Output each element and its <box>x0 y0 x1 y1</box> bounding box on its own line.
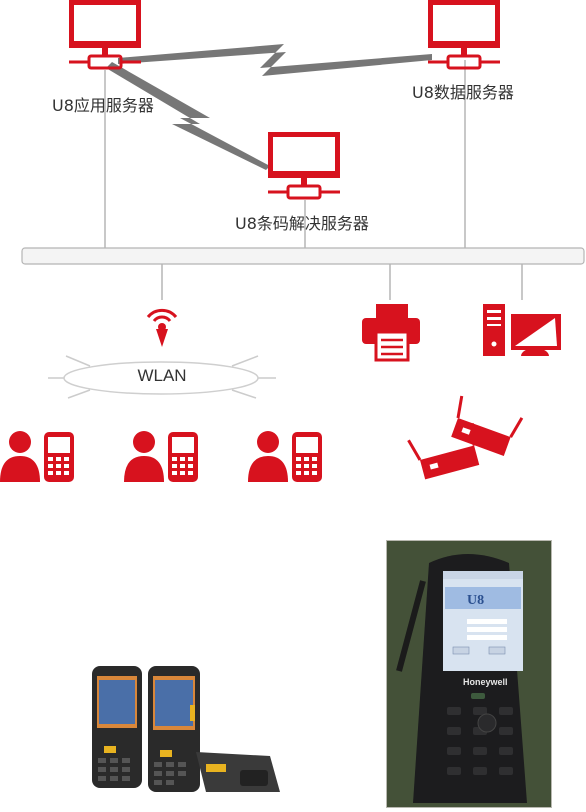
desktop-pc-icon <box>483 304 561 356</box>
mobile-phone-icon <box>44 432 74 482</box>
device-brand: Honeywell <box>463 677 508 687</box>
wlan-label: WLAN <box>137 366 187 385</box>
wan-link-bolt-2 <box>106 62 270 170</box>
monitor-icon <box>69 0 141 70</box>
router-icon <box>451 395 524 456</box>
honeywell-device-image: U8 Honeywell <box>387 541 551 807</box>
honeywell-device-photo: U8 Honeywell <box>386 540 552 808</box>
monitor-icon <box>268 132 340 200</box>
user-icon <box>248 431 288 482</box>
router-icon <box>407 423 480 480</box>
wan-link-bolt <box>118 44 432 76</box>
wifi-signal-icon <box>146 308 178 347</box>
user-with-phone <box>124 431 198 482</box>
mobile-phone-icon <box>168 432 198 482</box>
data-server-label: U8数据服务器 <box>412 83 514 102</box>
screen-logo: U8 <box>467 593 484 608</box>
network-bus <box>21 247 585 265</box>
user-icon <box>124 431 164 482</box>
connection-lines <box>104 60 523 300</box>
barcode-server-label: U8条码解决服务器 <box>235 214 369 233</box>
monitor-icon <box>428 0 500 70</box>
wlan-cloud <box>48 355 276 399</box>
user-icon <box>0 431 40 482</box>
user-with-phone <box>248 431 322 482</box>
user-with-phone <box>0 431 74 482</box>
app-server-label: U8应用服务器 <box>52 96 154 115</box>
mobile-phone-icon <box>292 432 322 482</box>
printer-icon <box>362 304 420 362</box>
handheld-terminals-photo <box>92 666 280 792</box>
